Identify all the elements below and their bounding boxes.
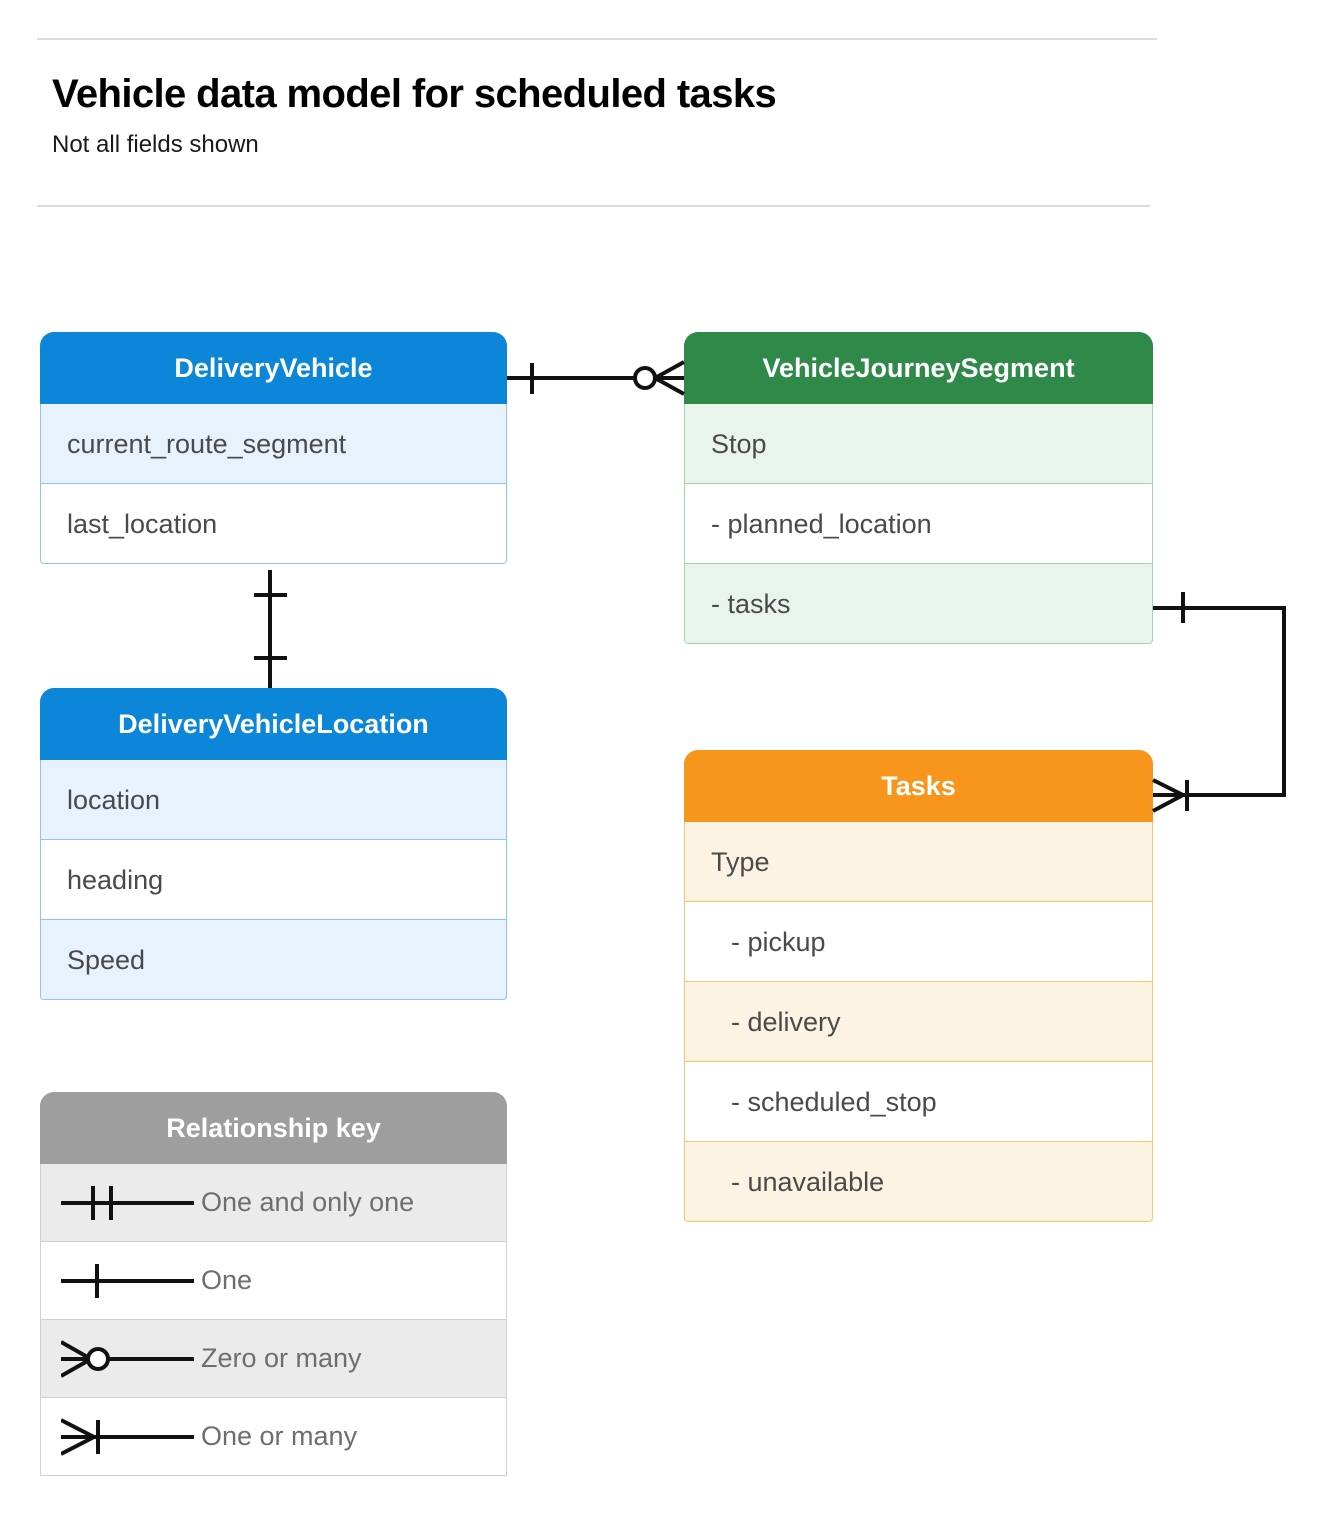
entity-field-row: heading	[40, 840, 507, 920]
entity-vehicle-journey-segment[interactable]: VehicleJourneySegment Stop - planned_loc…	[684, 332, 1153, 644]
page-title: Vehicle data model for scheduled tasks	[52, 72, 777, 116]
entity-field-row: location	[40, 760, 507, 840]
connector-vehicle-to-journey-segment	[507, 360, 685, 396]
entity-field-row: - planned_location	[684, 484, 1153, 564]
one-or-many-icon	[41, 1398, 201, 1475]
one-icon	[41, 1242, 201, 1319]
connector-journey-segment-to-tasks	[1152, 592, 1286, 813]
entity-field-row: - scheduled_stop	[684, 1062, 1153, 1142]
entity-field-row: - unavailable	[684, 1142, 1153, 1222]
connector-vehicle-to-vehicle-location	[254, 570, 287, 688]
legend-item-label: One or many	[201, 1421, 358, 1451]
entity-title-vehicle-journey-segment: VehicleJourneySegment	[684, 332, 1153, 404]
legend-item-label: One	[201, 1265, 253, 1295]
one-and-only-one-icon	[41, 1164, 201, 1241]
entity-delivery-vehicle-location[interactable]: DeliveryVehicleLocation location heading…	[40, 688, 507, 1000]
entity-field-row: - pickup	[684, 902, 1153, 982]
zero-or-many-icon	[41, 1320, 201, 1397]
entity-field-row: - delivery	[684, 982, 1153, 1062]
header-divider-top	[37, 38, 1157, 40]
entity-title-delivery-vehicle: DeliveryVehicle	[40, 332, 507, 404]
legend-item-one-or-many: One or many	[40, 1398, 507, 1476]
legend-item-label: Zero or many	[201, 1343, 362, 1373]
legend-item-zero-or-many: Zero or many	[40, 1320, 507, 1398]
entity-field-row: Stop	[684, 404, 1153, 484]
entity-field-row: last_location	[40, 484, 507, 564]
entity-delivery-vehicle[interactable]: DeliveryVehicle current_route_segment la…	[40, 332, 507, 564]
entity-field-row: Speed	[40, 920, 507, 1000]
entity-tasks[interactable]: Tasks Type - pickup - delivery - schedul…	[684, 750, 1153, 1222]
legend-item-one-and-only-one: One and only one	[40, 1164, 507, 1242]
page-subtitle: Not all fields shown	[52, 131, 259, 158]
entity-field-row: Type	[684, 822, 1153, 902]
legend-item-one: One	[40, 1242, 507, 1320]
entity-field-row: current_route_segment	[40, 404, 507, 484]
legend-title: Relationship key	[40, 1092, 507, 1164]
header-divider-bottom	[37, 205, 1150, 207]
legend-item-label: One and only one	[201, 1187, 415, 1217]
relationship-key-legend: Relationship key One and only one One	[40, 1092, 507, 1476]
entity-field-row: - tasks	[684, 564, 1153, 644]
entity-title-tasks: Tasks	[684, 750, 1153, 822]
entity-title-delivery-vehicle-location: DeliveryVehicleLocation	[40, 688, 507, 760]
